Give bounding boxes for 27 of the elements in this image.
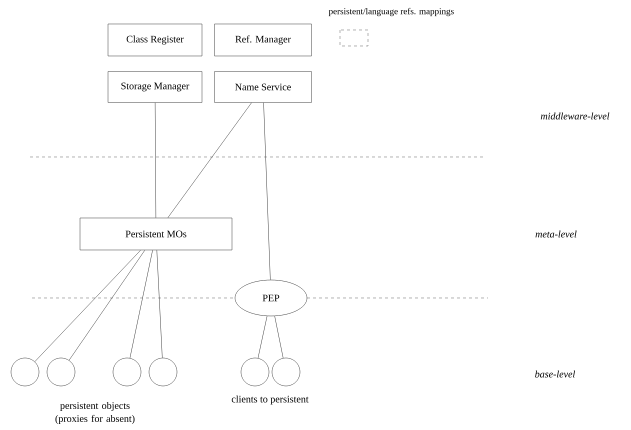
connector-line xyxy=(34,250,141,362)
object-circle xyxy=(148,358,178,386)
object-circle xyxy=(10,358,40,386)
connector-line xyxy=(154,102,156,218)
ellipse-node: PEP xyxy=(234,280,308,316)
level-label: middleware-level xyxy=(540,112,610,120)
component-box: Name Service xyxy=(214,71,312,103)
object-circle xyxy=(46,358,76,386)
object-circle xyxy=(112,358,142,386)
caption-text: persistent objects (proxies for absent) xyxy=(55,402,135,424)
connector-line xyxy=(263,102,271,280)
object-circle xyxy=(240,358,270,386)
connector-line xyxy=(130,250,153,358)
caption-text: clients to persistent xyxy=(232,395,309,405)
connector-line xyxy=(168,102,252,218)
component-box: Ref. Manager xyxy=(214,24,312,56)
component-box: Class Register xyxy=(108,24,202,56)
connector-line xyxy=(156,250,163,358)
legend-text: persistent/language refs. mappings xyxy=(328,8,454,16)
component-box: Storage Manager xyxy=(108,71,202,103)
component-box: Persistent MOs xyxy=(80,218,232,250)
object-circle xyxy=(272,358,300,386)
connector-line xyxy=(274,316,284,358)
connector-line xyxy=(68,250,146,360)
connector-line xyxy=(258,316,268,358)
level-label: meta-level xyxy=(536,230,577,238)
level-label: base-level xyxy=(535,370,576,378)
